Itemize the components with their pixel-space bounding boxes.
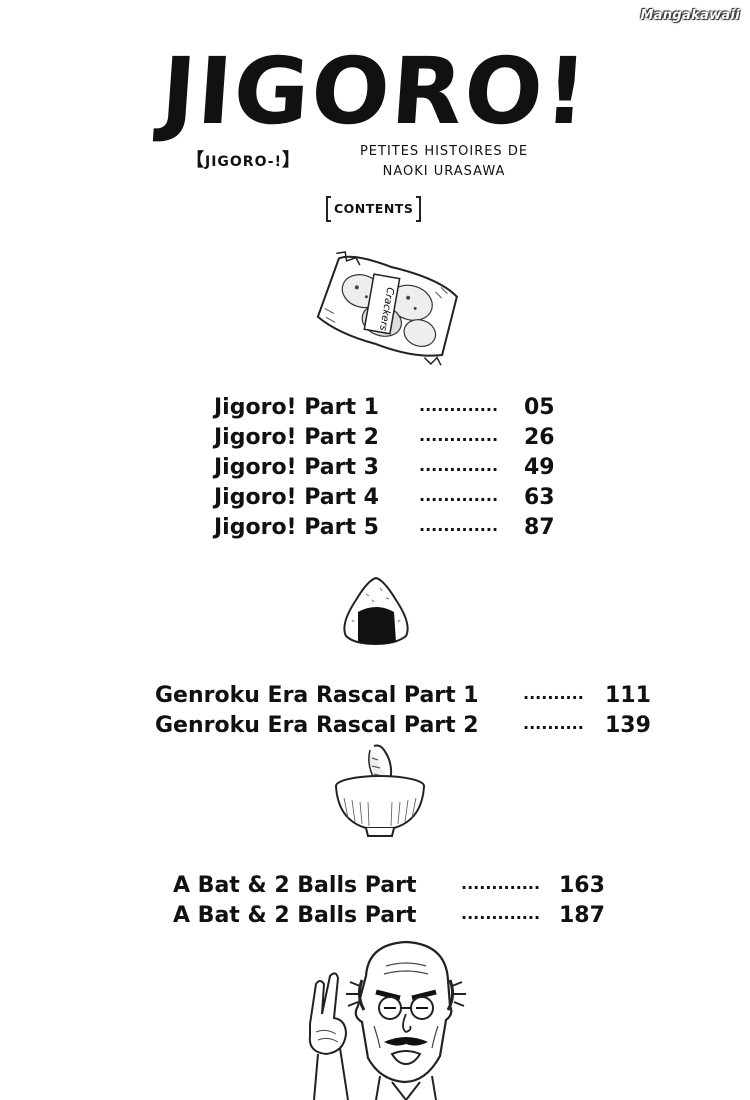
toc-page-number: 111 <box>605 683 651 708</box>
subtitle-row: 【JIGORO-!】 PETITES HISTOIRES DE NAOKI UR… <box>186 140 566 190</box>
toc-leader-dots: ............. <box>461 904 541 923</box>
toc-leader-dots: ............. <box>419 426 499 445</box>
watermark: Mangakawaii <box>640 8 740 23</box>
toc-page-number: 26 <box>524 425 555 450</box>
japanese-title: 【JIGORO-!】 <box>186 146 301 172</box>
toc-leader-dots: ............. <box>419 456 499 475</box>
toc-row[interactable]: Jigoro! Part 1 ............. 05 <box>214 393 574 423</box>
toc-leader-dots: ............. <box>419 396 499 415</box>
bracket-close: 】 <box>281 150 301 171</box>
toc-page-number: 87 <box>524 515 555 540</box>
toc-title: A Bat & 2 Balls Part <box>173 903 417 928</box>
page-title: JIGORO! <box>157 38 593 145</box>
subtitle: PETITES HISTOIRES DE NAOKI URASAWA <box>334 142 554 182</box>
subtitle-line-2: NAOKI URASAWA <box>382 164 506 179</box>
subtitle-line-1: PETITES HISTOIRES DE <box>359 144 529 159</box>
toc-page-number: 163 <box>559 873 605 898</box>
toc-section-genroku: Genroku Era Rascal Part 1 .......... 111… <box>155 681 655 741</box>
contents-heading: CONTENTS <box>326 196 422 222</box>
japanese-title-text: JIGORO-! <box>205 154 282 170</box>
toc-title: Jigoro! Part 3 <box>214 455 379 480</box>
toc-title: Genroku Era Rascal Part 1 <box>155 683 479 708</box>
toc-row[interactable]: Jigoro! Part 3 ............. 49 <box>214 453 574 483</box>
toc-page-number: 63 <box>524 485 555 510</box>
toc-page-number: 05 <box>524 395 555 420</box>
toc-title: Jigoro! Part 1 <box>214 395 379 420</box>
toc-row[interactable]: Jigoro! Part 4 ............. 63 <box>214 483 574 513</box>
toc-row[interactable]: Jigoro! Part 2 ............. 26 <box>214 423 574 453</box>
toc-title: Genroku Era Rascal Part 2 <box>155 713 479 738</box>
toc-leader-dots: .......... <box>523 684 584 703</box>
toc-leader-dots: ............. <box>461 874 541 893</box>
old-man-peace-sign-illustration <box>308 940 466 1100</box>
toc-section-bat-balls: A Bat & 2 Balls Part ............. 163 A… <box>173 871 613 931</box>
toc-row[interactable]: Genroku Era Rascal Part 2 .......... 139 <box>155 711 655 741</box>
toc-title: Jigoro! Part 4 <box>214 485 379 510</box>
toc-leader-dots: .......... <box>523 714 584 733</box>
onigiri-illustration <box>343 576 409 646</box>
toc-page-number: 187 <box>559 903 605 928</box>
toc-row[interactable]: A Bat & 2 Balls Part ............. 187 <box>173 901 613 931</box>
tempura-bowl-illustration <box>335 744 425 837</box>
toc-leader-dots: ............. <box>419 516 499 535</box>
toc-title: A Bat & 2 Balls Part <box>173 873 417 898</box>
toc-title: Jigoro! Part 2 <box>214 425 379 450</box>
toc-title: Jigoro! Part 5 <box>214 515 379 540</box>
crackers-bag-illustration: Crackers <box>316 251 458 366</box>
toc-page-number: 139 <box>605 713 651 738</box>
toc-row[interactable]: Genroku Era Rascal Part 1 .......... 111 <box>155 681 655 711</box>
toc-page-number: 49 <box>524 455 555 480</box>
bracket-open: 【 <box>186 150 205 171</box>
toc-row[interactable]: A Bat & 2 Balls Part ............. 163 <box>173 871 613 901</box>
toc-leader-dots: ............. <box>419 486 499 505</box>
toc-section-jigoro: Jigoro! Part 1 ............. 05 Jigoro! … <box>214 393 574 543</box>
toc-row[interactable]: Jigoro! Part 5 ............. 87 <box>214 513 574 543</box>
